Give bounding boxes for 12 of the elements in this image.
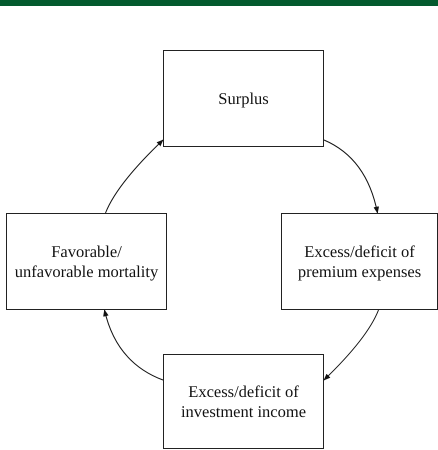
box-label: Surplus [218,88,269,108]
process-box [281,213,438,310]
arrow [324,140,379,214]
box-label: Favorable/ unfavorable mortality [14,242,160,282]
box-label: Excess/deficit of investment income [180,382,308,422]
process-box [163,354,324,449]
box-label: Excess/deficit of premium expenses [296,242,422,282]
arrow [324,310,379,380]
process-box [163,50,324,147]
arrow [105,140,164,214]
arrow [103,309,164,380]
process-box [6,213,167,310]
